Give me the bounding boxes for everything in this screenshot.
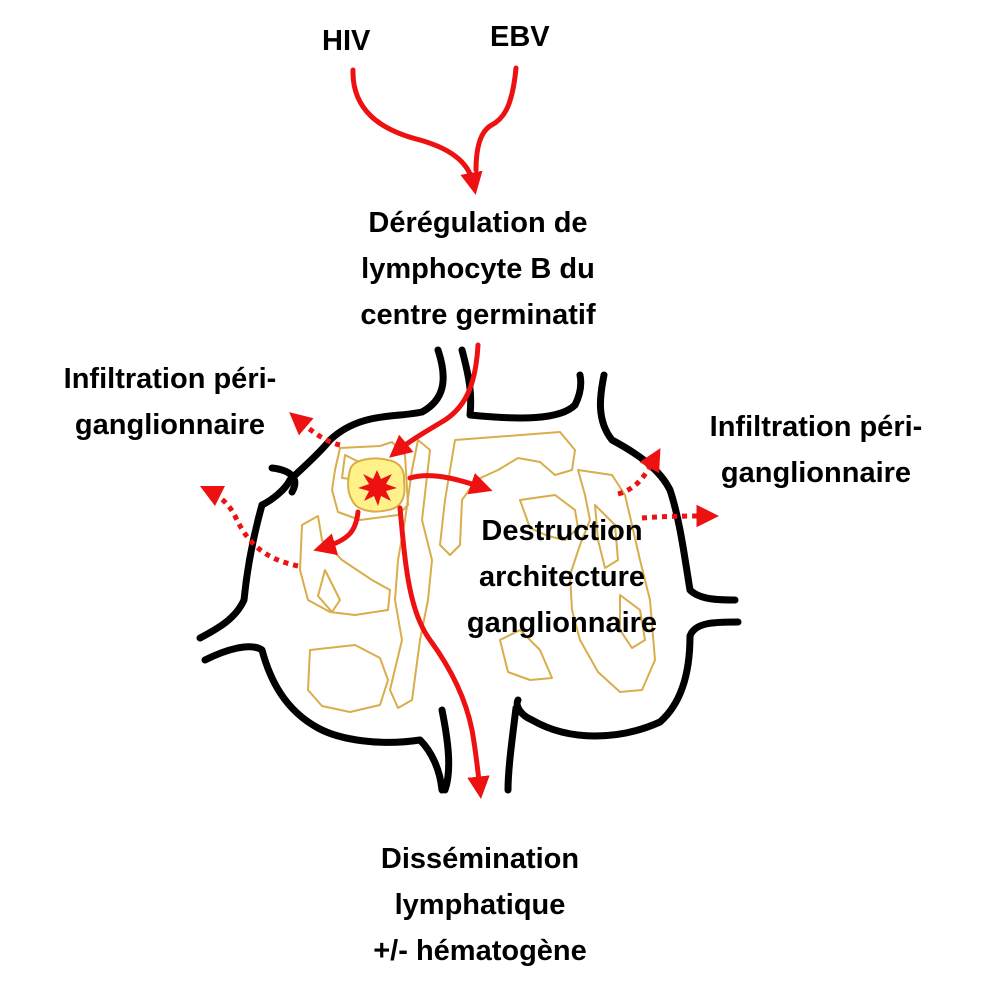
destruction-label: Destruction architecture ganglionnaire [432,508,692,646]
infiltration-right-line-2: ganglionnaire [720,457,912,489]
deregulation-line-1: Dérégulation de [368,207,588,239]
node-efferent-left-wall [438,706,453,794]
node-lower-right-contour [513,618,742,740]
ebv-label: EBV [490,21,550,53]
infiltration-right-label: Infiltration péri- ganglionnaire [666,404,966,496]
arrow-to-lower-left [313,509,361,556]
infiltration-right-line-1: Infiltration péri- [709,411,923,443]
deregulation-line-3: centre germinatif [360,299,596,331]
dissemination-label: Dissémination lymphatique +/- hématogène [330,836,630,974]
node-left-contour [196,501,266,642]
infiltration-arrows [199,412,719,569]
node-top-contour [458,346,585,422]
node-right-contour [596,371,739,604]
destruction-line-1: Destruction [481,515,643,547]
hiv-label: HIV [322,25,371,57]
arrow-to-destruction [407,472,493,495]
dotted-arrow-upper-right [617,448,661,497]
dissemination-line-2: lymphatique [394,889,566,921]
destruction-line-3: ganglionnaire [466,607,658,639]
dotted-arrow-upper-left [289,412,341,448]
infiltration-left-label: Infiltration péri- ganglionnaire [20,356,320,448]
dissemination-line-1: Dissémination [380,843,580,875]
deregulation-line-2: lymphocyte B du [361,253,595,285]
infiltration-left-line-2: ganglionnaire [74,409,266,441]
dissemination-line-3: +/- hématogène [373,935,587,967]
arrow-dissemination [397,505,490,799]
dotted-arrow-left [199,485,299,569]
node-efferent-right-wall [504,704,520,794]
dotted-arrow-right [641,504,719,528]
flow-arrows [313,65,519,799]
node-left-vessel-top [268,464,299,496]
deregulation-label: Dérégulation de lymphocyte B du centre g… [308,200,648,338]
arrow-into-node [389,342,481,458]
node-lower-left-contour [201,643,446,794]
destruction-line-2: architecture [478,561,645,593]
burst-icon [358,470,397,506]
malignant-b-cell [347,457,406,513]
node-upper-left-contour [258,346,447,509]
arrow-ebv [473,65,519,173]
arrow-hiv [350,67,483,195]
infiltration-left-line-1: Infiltration péri- [63,363,277,395]
